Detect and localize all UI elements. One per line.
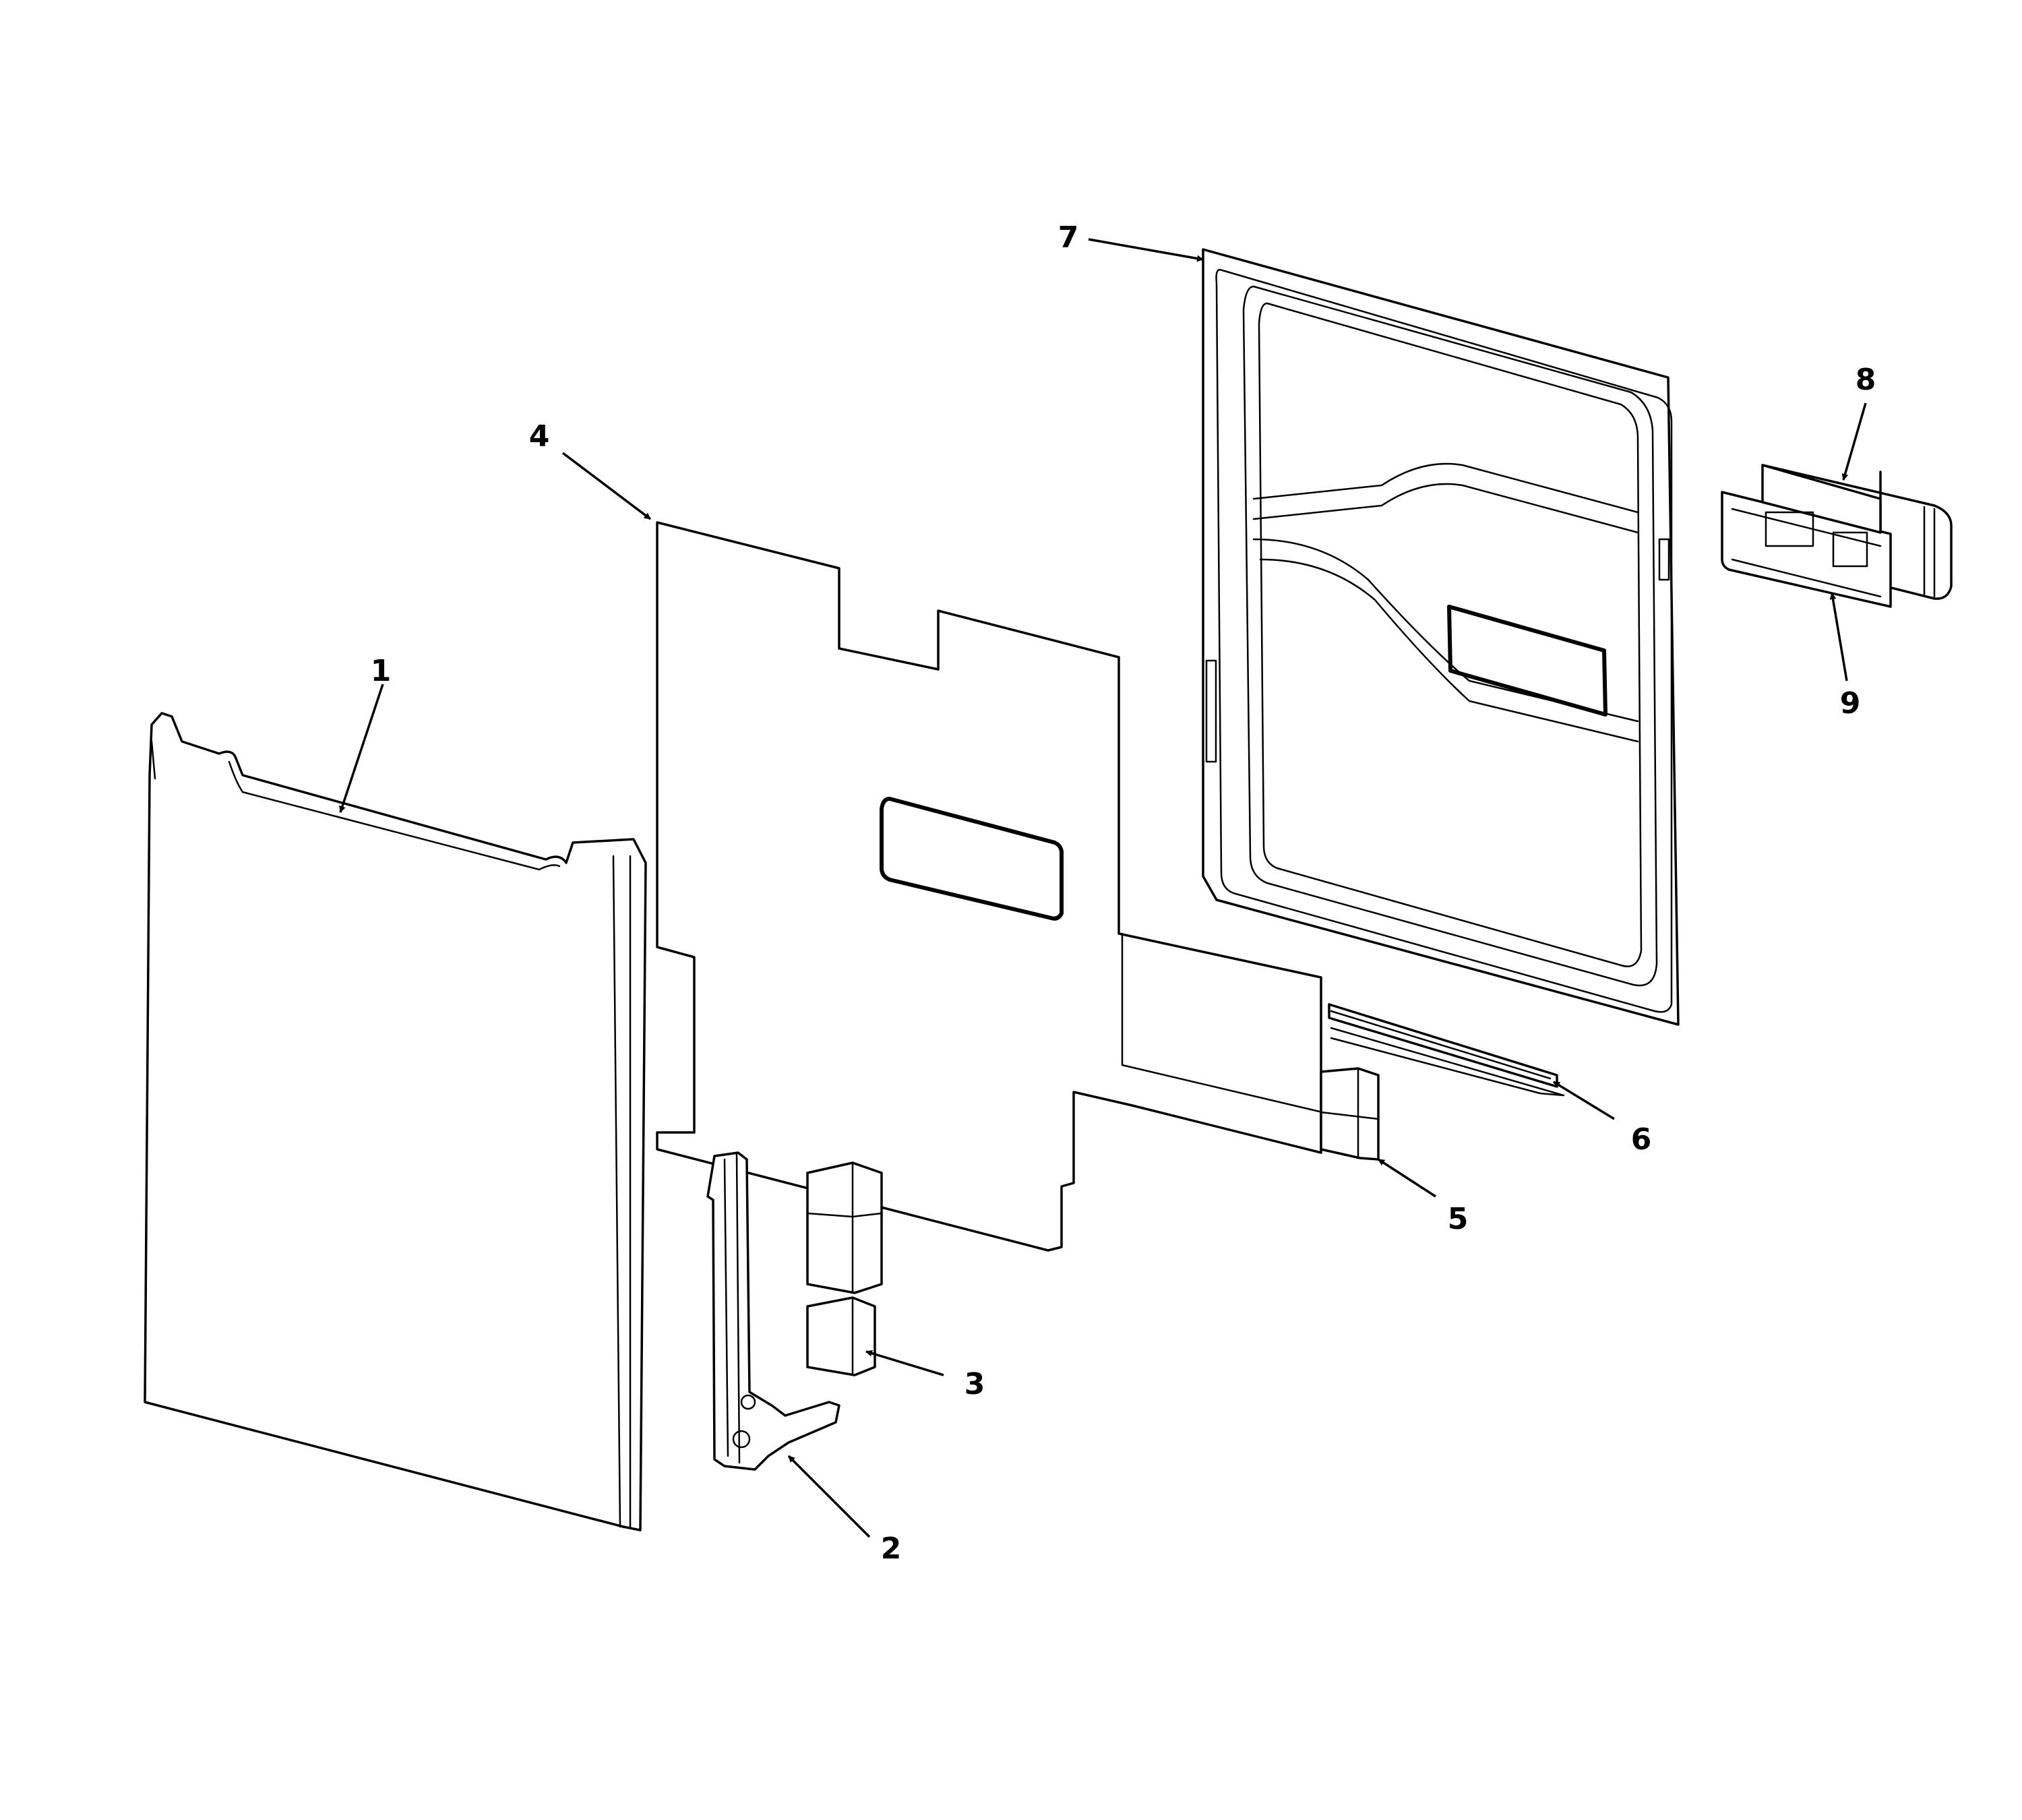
part-3-spacers [806,1161,883,1376]
leader-4 [561,452,652,520]
callout-5: 5 [1448,1202,1469,1236]
part-7-inner-door [1202,248,1680,1026]
callout-9: 9 [1840,686,1861,721]
part-4-insulation [656,521,1324,1252]
leader-5 [1378,1158,1436,1198]
leader-lines [339,238,1867,1538]
callout-1: 1 [371,654,392,688]
part-2-hinge [706,1151,840,1471]
part-1-outer-door [144,712,647,1531]
leader-9 [1829,593,1848,681]
callout-7: 7 [1058,220,1079,255]
leader-2 [787,1455,871,1538]
part-8-9-control-module [1721,464,1953,608]
part-5-block [1320,1067,1380,1161]
leader-7 [1088,238,1204,262]
leader-8 [1841,402,1867,481]
leader-1 [339,684,384,813]
leader-6 [1553,1081,1615,1120]
callout-8: 8 [1856,363,1876,397]
callout-2: 2 [881,1531,902,1566]
leader-3 [865,1349,944,1376]
callout-3: 3 [964,1367,985,1401]
callout-labels: 1 2 3 4 5 6 7 8 9 [371,220,1876,1566]
callout-6: 6 [1631,1122,1652,1157]
callout-4: 4 [529,419,550,454]
